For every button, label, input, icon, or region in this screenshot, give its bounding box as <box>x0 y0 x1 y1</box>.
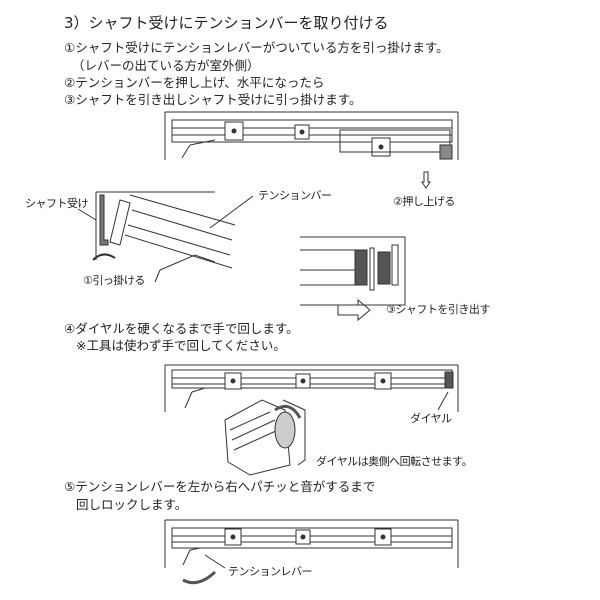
bar-diagram-dial <box>164 364 459 476</box>
step-3-text: ③シャフトを引き出しシャフト受けに引っ掛けます。 <box>64 92 362 107</box>
shaft-receiver-label: シャフト受け <box>25 197 89 210</box>
step-2-text: ②テンションバーを押し上げ、水平になったら <box>64 75 325 90</box>
hook-label: ①引っ掛ける <box>83 274 145 287</box>
dial-label: ダイヤル <box>410 412 452 425</box>
step-1-text: ①シャフト受けにテンションレバーがついている方を引っ掛けます。 <box>64 40 449 55</box>
step-5-text: ⑤テンションレバーを左から右へパチッと音がするまで <box>64 479 376 494</box>
push-up-label: ②押し上げる <box>393 195 455 208</box>
bar-diagram-lever <box>164 519 459 585</box>
section-heading: 3）シャフト受けにテンションバーを取り付ける <box>64 14 389 32</box>
step-5-note: 回しロックします。 <box>76 497 188 512</box>
pull-shaft-label: ③シャフトを引き出す <box>386 303 490 316</box>
dial-note: ダイヤルは奥側へ回転させます。 <box>316 455 473 468</box>
step-4-note: ※工具は使わず手で回してください。 <box>76 338 286 353</box>
bar-diagram-hook <box>77 191 406 322</box>
step-4-text: ④ダイヤルを硬くなるまで手で回します。 <box>64 321 299 336</box>
tension-lever-label: テンションレバー <box>228 565 313 578</box>
tension-bar-label: テンションバー <box>258 189 332 202</box>
bar-diagram-1 <box>164 111 459 189</box>
step-1-note: （レバーの出ている方が室外側） <box>72 58 260 73</box>
